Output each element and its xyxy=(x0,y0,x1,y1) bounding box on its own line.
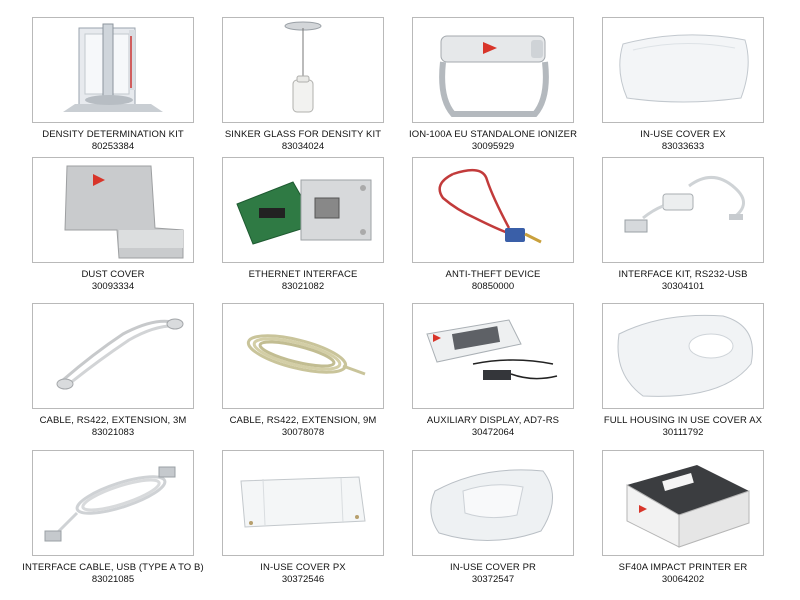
product-card[interactable]: ETHERNET INTERFACE 83021082 xyxy=(208,157,398,302)
ethernet-board-icon xyxy=(236,179,372,245)
product-name: CABLE, RS422, EXTENSION, 9M xyxy=(229,415,377,426)
product-image xyxy=(412,450,574,556)
product-image xyxy=(222,17,384,123)
product-card[interactable]: SF40A IMPACT PRINTER ER 30064202 xyxy=(588,450,778,595)
product-name: CABLE, RS422, EXTENSION, 3M xyxy=(39,415,187,426)
product-code: 83021083 xyxy=(91,427,135,438)
product-image xyxy=(222,157,384,263)
product-name: ETHERNET INTERFACE xyxy=(248,269,358,280)
in-use-cover-icon xyxy=(430,469,553,542)
product-card[interactable]: CABLE, RS422, EXTENSION, 3M 83021083 xyxy=(18,303,208,448)
sinker-glass-icon xyxy=(284,21,322,113)
product-name: SINKER GLASS FOR DENSITY KIT xyxy=(224,129,382,140)
product-code: 80253384 xyxy=(91,141,135,152)
product-image xyxy=(32,157,194,263)
housing-cover-icon xyxy=(617,314,753,397)
product-name: DENSITY DETERMINATION KIT xyxy=(42,129,184,140)
product-image xyxy=(32,303,194,409)
product-name: INTERFACE KIT, RS232-USB xyxy=(618,269,748,280)
product-image xyxy=(412,303,574,409)
product-name: ANTI-THEFT DEVICE xyxy=(445,269,541,280)
product-image xyxy=(222,450,384,556)
dust-cover-icon xyxy=(64,165,184,259)
product-code: 80850000 xyxy=(471,281,515,292)
product-card[interactable]: INTERFACE KIT, RS232-USB 30304101 xyxy=(588,157,778,302)
product-code: 30078078 xyxy=(281,427,325,438)
product-image xyxy=(32,450,194,556)
in-use-cover-icon xyxy=(619,34,749,103)
coiled-cable-icon xyxy=(56,318,184,390)
product-image xyxy=(602,17,764,123)
product-image xyxy=(32,17,194,123)
product-image xyxy=(602,157,764,263)
product-code: 83034024 xyxy=(281,141,325,152)
product-card[interactable]: INTERFACE CABLE, USB (TYPE A TO B) 83021… xyxy=(18,450,208,595)
product-card[interactable]: DENSITY DETERMINATION KIT 80253384 xyxy=(18,17,208,162)
product-card[interactable]: DUST COVER 30093334 xyxy=(18,157,208,302)
product-name: ION-100A EU STANDALONE IONIZER xyxy=(408,129,578,140)
product-name: IN-USE COVER PR xyxy=(450,562,536,573)
product-card[interactable]: FULL HOUSING IN USE COVER AX 30111792 xyxy=(588,303,778,448)
density-kit-icon xyxy=(63,23,163,112)
product-code: 83021082 xyxy=(281,281,325,292)
product-card[interactable]: AUXILIARY DISPLAY, AD7-RS 30472064 xyxy=(398,303,588,448)
product-name: IN-USE COVER EX xyxy=(640,129,726,140)
usb-cable-icon xyxy=(44,466,176,542)
product-image xyxy=(602,450,764,556)
product-code: 30064202 xyxy=(661,574,705,585)
product-card[interactable]: IN-USE COVER EX 83033633 xyxy=(588,17,778,162)
in-use-cover-icon xyxy=(240,476,366,528)
product-card[interactable]: IN-USE COVER PR 30372547 xyxy=(398,450,588,595)
product-name: SF40A IMPACT PRINTER ER xyxy=(618,562,748,573)
product-card[interactable]: SINKER GLASS FOR DENSITY KIT 83034024 xyxy=(208,17,398,162)
product-name: FULL HOUSING IN USE COVER AX xyxy=(603,415,763,426)
aux-display-icon xyxy=(426,319,558,380)
coiled-cable-icon xyxy=(246,334,366,376)
product-code: 30304101 xyxy=(661,281,705,292)
product-code: 30472064 xyxy=(471,427,515,438)
product-code: 83033633 xyxy=(661,141,705,152)
product-code: 30095929 xyxy=(471,141,515,152)
product-code: 30093334 xyxy=(91,281,135,292)
product-image xyxy=(412,157,574,263)
product-code: 30111792 xyxy=(662,427,704,438)
product-card[interactable]: ION-100A EU STANDALONE IONIZER 30095929 xyxy=(398,17,588,162)
product-image xyxy=(602,303,764,409)
product-card[interactable]: CABLE, RS422, EXTENSION, 9M 30078078 xyxy=(208,303,398,448)
product-name: DUST COVER xyxy=(81,269,145,280)
product-card[interactable]: ANTI-THEFT DEVICE 80850000 xyxy=(398,157,588,302)
product-code: 30372547 xyxy=(471,574,515,585)
product-code: 30372546 xyxy=(281,574,325,585)
product-code: 83021085 xyxy=(91,574,135,585)
product-image xyxy=(222,303,384,409)
product-name: IN-USE COVER PX xyxy=(260,562,346,573)
product-card[interactable]: IN-USE COVER PX 30372546 xyxy=(208,450,398,595)
product-image xyxy=(412,17,574,123)
ionizer-icon xyxy=(439,35,549,117)
usb-adapter-icon xyxy=(624,176,745,233)
printer-icon xyxy=(626,465,750,548)
cable-lock-icon xyxy=(438,168,542,244)
product-name: INTERFACE CABLE, USB (TYPE A TO B) xyxy=(22,562,204,573)
product-name: AUXILIARY DISPLAY, AD7-RS xyxy=(426,415,560,426)
